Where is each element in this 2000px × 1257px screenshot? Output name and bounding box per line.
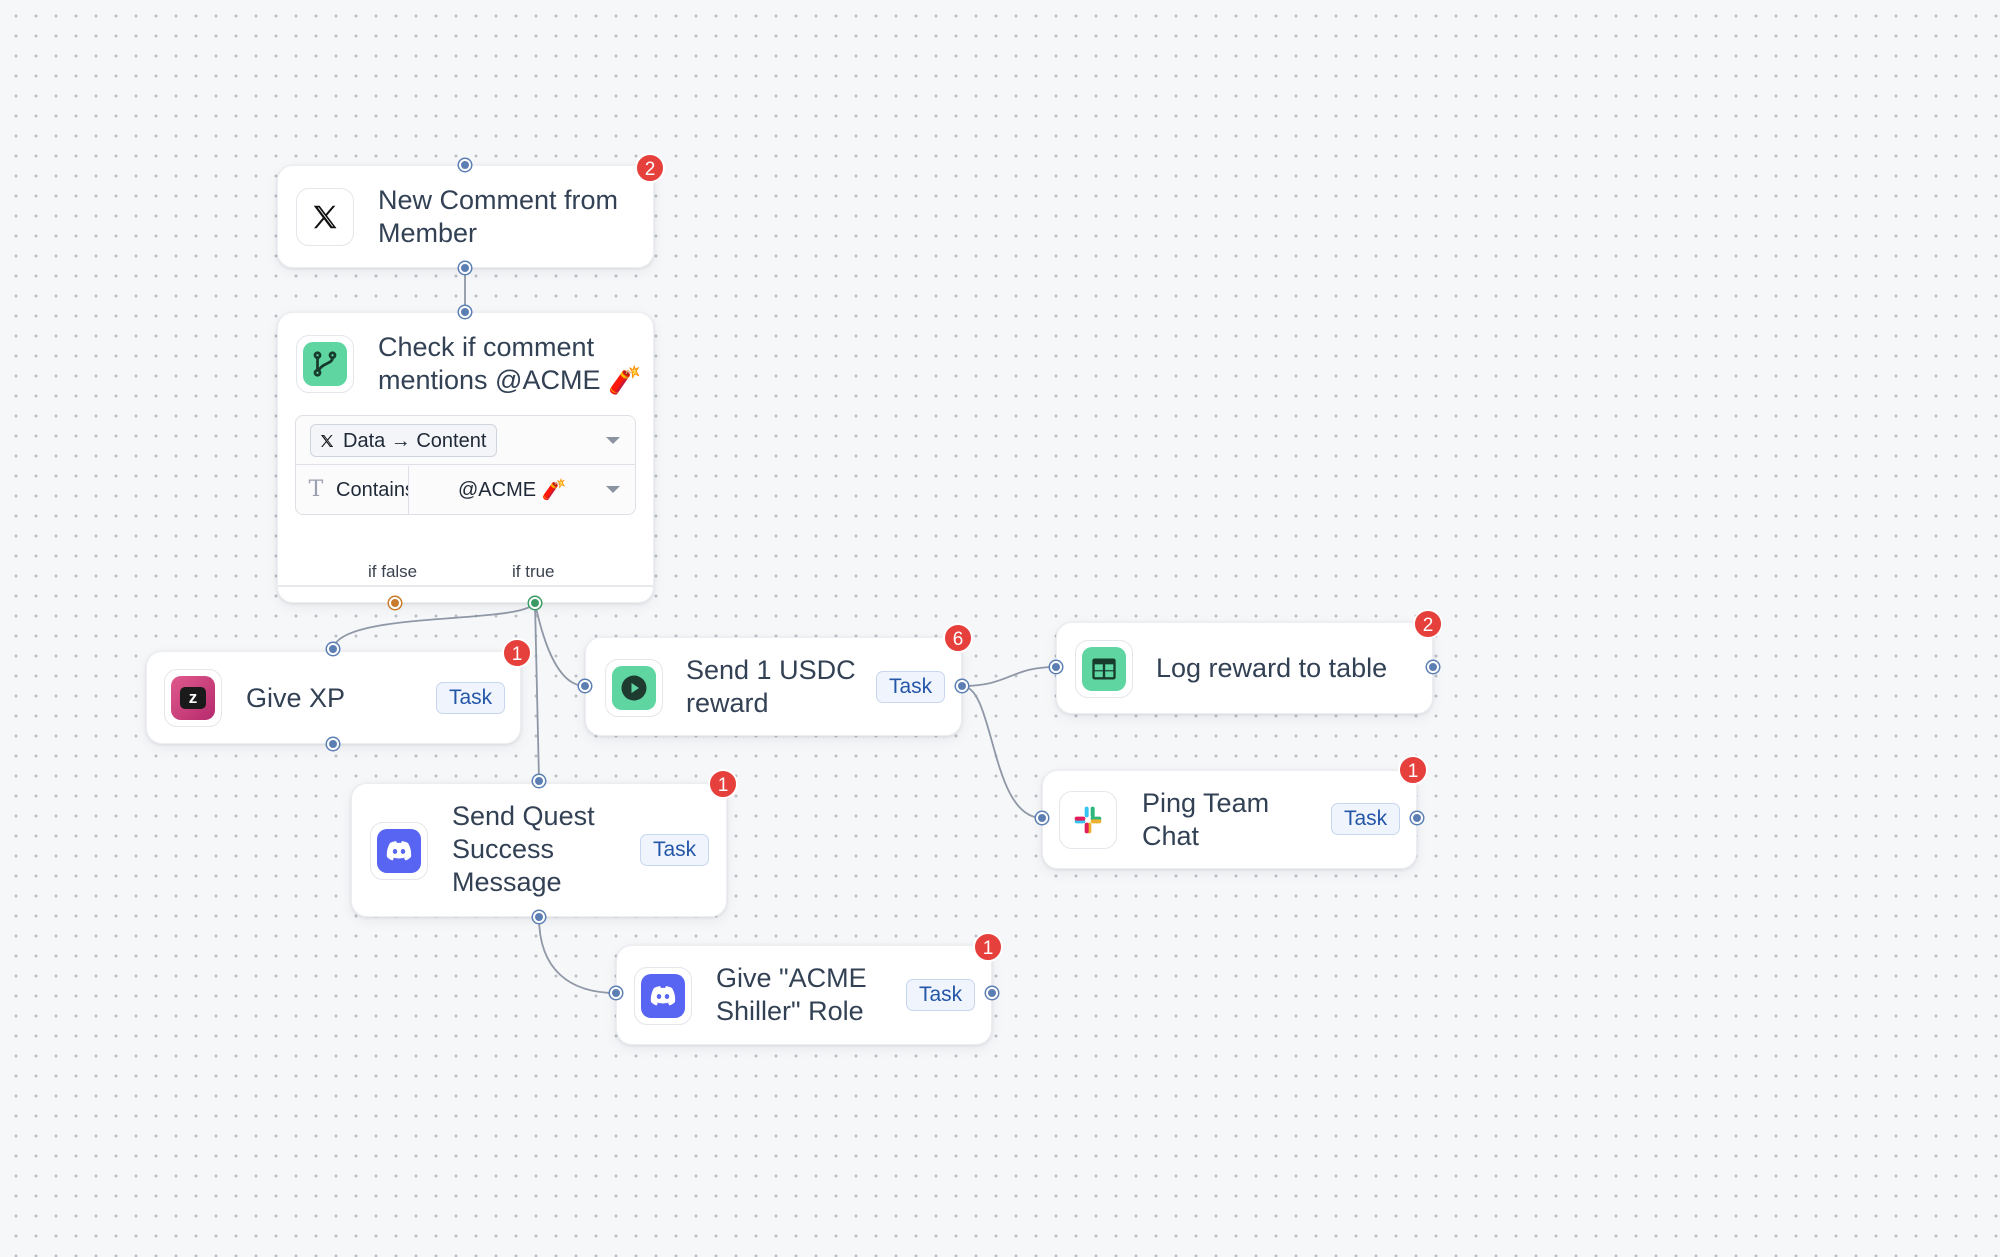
- edge-true-to-quest-message: [534, 602, 540, 782]
- if-false-label: if false: [368, 562, 418, 581]
- quest-message-icon-box: [370, 822, 428, 880]
- condition-rule-table: Data → Content T Contains @ACME 🧨: [295, 415, 636, 515]
- task-node-give-xp[interactable]: z Give XP Task: [146, 651, 521, 744]
- ping-team-task-tag: Task: [1331, 803, 1401, 835]
- trigger-count-badge: 2: [635, 153, 665, 183]
- table-icon: [1082, 647, 1126, 691]
- quest-message-count-badge: 1: [708, 769, 738, 799]
- field-chip-label: Data → Content: [343, 429, 487, 452]
- condition-title-line2: mentions @ACME 🧨: [378, 365, 642, 395]
- trigger-node-new-comment[interactable]: New Comment from Member: [277, 165, 654, 268]
- edge-usdc-to-log-reward: [961, 666, 1057, 687]
- give-role-input-handle[interactable]: [610, 987, 622, 999]
- discord-icon: [377, 829, 421, 873]
- send-usdc-count-badge: 6: [943, 623, 973, 653]
- give-xp-title: Give XP: [246, 683, 346, 713]
- give-role-icon-box: [634, 967, 692, 1025]
- slack-icon: [1074, 806, 1102, 834]
- quest-message-task-tag: Task: [640, 834, 710, 866]
- if-true-handle[interactable]: [529, 597, 541, 609]
- edge-true-to-give-xp: [332, 602, 536, 650]
- give-role-title-line2: Shiller" Role: [716, 996, 864, 1026]
- quest-message-title-line1: Send Quest: [452, 801, 595, 831]
- operator-label: Contains: [336, 479, 409, 501]
- edge-true-to-send-usdc: [534, 602, 586, 687]
- trigger-title-line1: New Comment from: [378, 185, 619, 215]
- log-reward-output-handle[interactable]: [1427, 661, 1439, 673]
- edge-usdc-to-ping-team: [961, 685, 1043, 819]
- if-false-handle[interactable]: [389, 597, 401, 609]
- send-usdc-title-line2: reward: [686, 688, 769, 718]
- give-xp-task-tag: Task: [436, 682, 506, 714]
- branch-icon: [303, 342, 347, 386]
- log-reward-input-handle[interactable]: [1050, 661, 1062, 673]
- give-xp-count-badge: 1: [502, 638, 532, 668]
- zealy-icon: z: [171, 676, 215, 720]
- send-usdc-title-line1: Send 1 USDC: [686, 655, 856, 685]
- x-logo-icon: [321, 434, 334, 447]
- give-role-title-line1: Give "ACME: [716, 963, 867, 993]
- x-logo-icon: [296, 188, 354, 246]
- discord-icon: [641, 974, 685, 1018]
- condition-icon-box: [296, 335, 354, 393]
- ping-team-output-handle[interactable]: [1411, 812, 1423, 824]
- give-xp-icon-box: z: [164, 669, 222, 727]
- quest-message-title-line2: Success: [452, 834, 555, 864]
- field-chip[interactable]: Data → Content: [310, 424, 498, 457]
- value-label: @ACME 🧨: [458, 479, 567, 501]
- trigger-input-handle[interactable]: [459, 159, 471, 171]
- quest-message-input-handle[interactable]: [533, 775, 545, 787]
- task-node-give-role[interactable]: Give "ACME Shiller" Role Task: [616, 945, 992, 1045]
- send-usdc-icon-box: [605, 659, 663, 717]
- trigger-output-handle[interactable]: [459, 262, 471, 274]
- log-reward-title: Log reward to table: [1156, 653, 1388, 683]
- send-usdc-input-handle[interactable]: [579, 680, 591, 692]
- ping-team-count-badge: 1: [1398, 755, 1428, 785]
- edge-quest-to-give-role: [538, 916, 617, 994]
- trigger-title-line2: Member: [378, 218, 478, 248]
- quest-message-title-line3: Message: [452, 867, 562, 897]
- ping-team-input-handle[interactable]: [1036, 812, 1048, 824]
- give-role-count-badge: 1: [973, 932, 1003, 962]
- log-reward-icon-box: [1075, 640, 1133, 698]
- give-role-task-tag: Task: [906, 979, 976, 1011]
- log-reward-count-badge: 2: [1413, 609, 1443, 639]
- text-type-icon: T: [308, 477, 324, 502]
- ping-team-title-line1: Ping Team: [1142, 788, 1270, 818]
- branch-divider: [278, 585, 653, 587]
- condition-title-line1: Check if comment: [378, 332, 595, 362]
- value-input[interactable]: @ACME 🧨: [410, 466, 637, 514]
- quest-message-output-handle[interactable]: [533, 911, 545, 923]
- if-true-label: if true: [512, 562, 555, 581]
- give-xp-input-handle[interactable]: [327, 643, 339, 655]
- send-usdc-output-handle[interactable]: [956, 680, 968, 692]
- operator-select[interactable]: T Contains: [296, 466, 409, 514]
- play-icon: [612, 666, 656, 710]
- ping-team-title-line2: Chat: [1142, 821, 1200, 851]
- task-node-ping-team[interactable]: Ping Team Chat Task: [1042, 770, 1417, 869]
- condition-field-row[interactable]: Data → Content: [296, 416, 635, 465]
- give-xp-output-handle[interactable]: [327, 738, 339, 750]
- task-node-log-reward[interactable]: Log reward to table: [1056, 622, 1433, 714]
- send-usdc-task-tag: Task: [876, 671, 946, 703]
- chevron-down-icon[interactable]: [606, 486, 620, 493]
- ping-team-icon-box: [1059, 791, 1117, 849]
- task-node-send-usdc[interactable]: Send 1 USDC reward Task: [585, 637, 962, 736]
- condition-input-handle[interactable]: [459, 306, 471, 318]
- condition-compare-row: T Contains @ACME 🧨: [296, 466, 635, 514]
- task-node-quest-message[interactable]: Send Quest Success Message Task: [351, 783, 727, 917]
- chevron-down-icon[interactable]: [606, 437, 620, 444]
- give-role-output-handle[interactable]: [986, 987, 998, 999]
